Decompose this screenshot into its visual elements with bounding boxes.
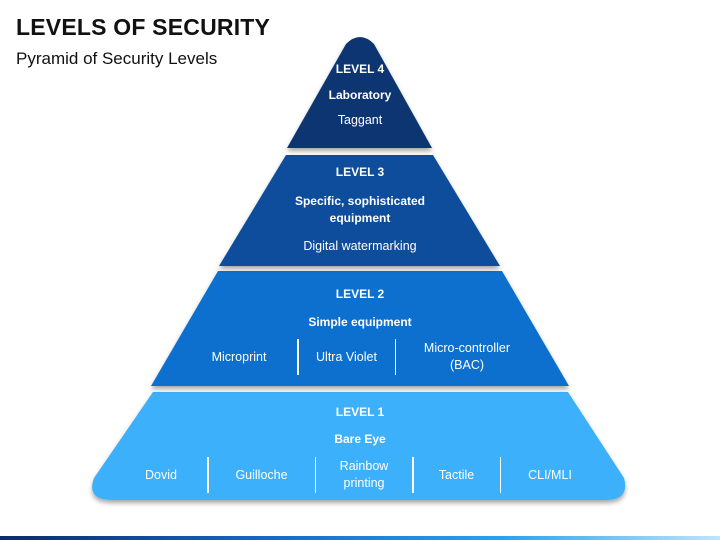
level-2-items: Microprint Ultra Violet Micro-controller… xyxy=(181,339,538,375)
level-1-items: Dovid Guilloche Rainbow printing Tactile… xyxy=(115,457,599,493)
divider xyxy=(207,457,209,493)
level-4-item: Taggant xyxy=(337,113,383,127)
level-1-content: LEVEL 1 Bare Eye xyxy=(260,405,460,448)
level-2-item-micro-controller-line-2: (BAC) xyxy=(449,358,485,372)
level-3-requirement-line-1: Specific, sophisticated xyxy=(294,194,426,208)
level-2-label: LEVEL 2 xyxy=(335,287,385,301)
level-3-item: Digital watermarking xyxy=(303,239,417,253)
level-1-label: LEVEL 1 xyxy=(335,405,385,419)
divider xyxy=(297,339,299,375)
level-3-requirement-line-2: equipment xyxy=(329,211,391,225)
level-2-requirement: Simple equipment xyxy=(308,315,412,329)
level-2-content: LEVEL 2 Simple equipment xyxy=(260,287,460,331)
divider xyxy=(499,457,501,493)
level-2-item-microprint: Microprint xyxy=(211,349,267,364)
level-1-item-cli-mli: CLI/MLI xyxy=(528,467,572,482)
level-4-requirement: Laboratory xyxy=(328,88,392,102)
level-4-content: LEVEL 4 Laboratory Taggant xyxy=(300,62,420,129)
level-1-item-rainbow-printing: Rainbow printing xyxy=(316,457,412,493)
level-3-requirement: Specific, sophisticated equipment xyxy=(260,193,460,227)
page-subtitle: Pyramid of Security Levels xyxy=(16,49,218,68)
divider xyxy=(314,457,316,493)
level-1-item-dovid: Dovid xyxy=(145,467,177,482)
pyramid-tier-level-1 xyxy=(92,392,626,500)
level-1-item-guilloche: Guilloche xyxy=(235,467,288,482)
level-2-item-ultra-violet: Ultra Violet xyxy=(316,349,377,364)
level-1-item-rainbow-printing-line-2: printing xyxy=(343,476,385,490)
level-1-item-rainbow-printing-line-1: Rainbow xyxy=(339,459,389,473)
bottom-accent-bar xyxy=(0,536,720,540)
page-title: LEVELS OF SECURITY xyxy=(16,14,271,40)
divider xyxy=(412,457,414,493)
level-3-label: LEVEL 3 xyxy=(335,165,385,179)
pyramid-tier-level-4 xyxy=(287,37,432,148)
pyramid-tier-level-3 xyxy=(219,155,500,266)
divider xyxy=(394,339,396,375)
level-1-requirement: Bare Eye xyxy=(334,432,386,446)
level-2-item-micro-controller: Micro-controller (BAC) xyxy=(396,339,538,375)
level-4-label: LEVEL 4 xyxy=(335,62,385,76)
level-1-item-tactile: Tactile xyxy=(438,467,475,482)
level-2-item-micro-controller-line-1: Micro-controller xyxy=(423,341,511,355)
pyramid-tier-level-2 xyxy=(151,271,569,386)
level-3-content: LEVEL 3 Specific, sophisticated equipmen… xyxy=(260,165,460,255)
